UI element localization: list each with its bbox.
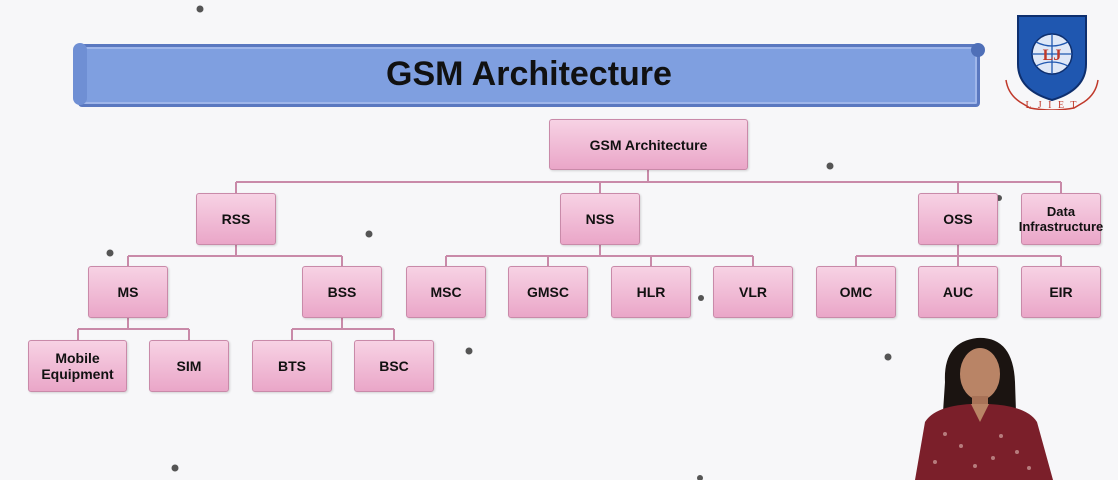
node-gmsc: GMSC bbox=[508, 266, 588, 318]
node-msc: MSC bbox=[406, 266, 486, 318]
banner-scroll-right bbox=[971, 43, 985, 57]
node-vlr: VLR bbox=[713, 266, 793, 318]
banner-scroll-left bbox=[73, 43, 87, 105]
node-eir: EIR bbox=[1021, 266, 1101, 318]
node-omc: OMC bbox=[816, 266, 896, 318]
title-banner: GSM Architecture bbox=[73, 43, 985, 107]
node-sim: SIM bbox=[149, 340, 229, 392]
node-data-infrastructure: Data Infrastructure bbox=[1019, 193, 1103, 245]
node-bts: BTS bbox=[252, 340, 332, 392]
node-auc: AUC bbox=[918, 266, 998, 318]
node-gsm-architecture: GSM Architecture bbox=[549, 119, 748, 170]
svg-text:LJ: LJ bbox=[1043, 47, 1062, 64]
page-title: GSM Architecture bbox=[386, 55, 672, 93]
node-oss: OSS bbox=[918, 193, 998, 245]
node-bss: BSS bbox=[302, 266, 382, 318]
node-hlr: HLR bbox=[611, 266, 691, 318]
ljiet-logo: LJ L J I E T bbox=[1005, 15, 1099, 110]
node-mobile-equipment: Mobile Equipment bbox=[28, 340, 127, 392]
node-nss: NSS bbox=[560, 193, 640, 245]
svg-text:L J I E T: L J I E T bbox=[1026, 100, 1079, 110]
presenter-video bbox=[915, 337, 1053, 480]
node-rss: RSS bbox=[196, 193, 276, 245]
node-bsc: BSC bbox=[354, 340, 434, 392]
node-ms: MS bbox=[88, 266, 168, 318]
